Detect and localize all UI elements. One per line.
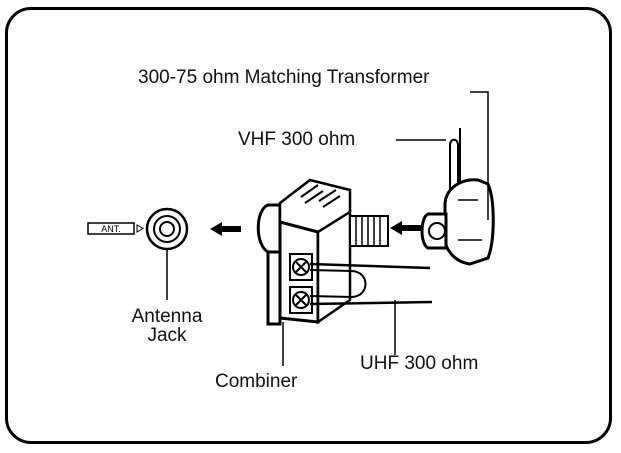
arrow-left-icon-2 bbox=[390, 221, 421, 235]
threaded-connector-icon bbox=[349, 215, 389, 247]
uhf-twin-lead bbox=[309, 262, 433, 306]
ant-tag-text: ANT. bbox=[101, 224, 121, 234]
combiner-icon bbox=[256, 178, 352, 326]
vhf-label: VHF 300 ohm bbox=[238, 129, 356, 150]
antenna-jack-label-line2: Jack bbox=[147, 325, 187, 346]
antenna-jack-label-line1: Antenna bbox=[131, 306, 203, 327]
ant-tag: ANT. bbox=[87, 222, 144, 235]
antenna-jack-icon bbox=[145, 207, 189, 251]
transformer-leader bbox=[470, 91, 489, 220]
arrow-left-icon bbox=[210, 222, 241, 236]
matching-transformer-icon bbox=[420, 128, 495, 266]
combiner-label: Combiner bbox=[215, 371, 298, 392]
uhf-label: UHF 300 ohm bbox=[360, 353, 479, 374]
transformer-label: 300-75 ohm Matching Transformer bbox=[138, 67, 430, 88]
